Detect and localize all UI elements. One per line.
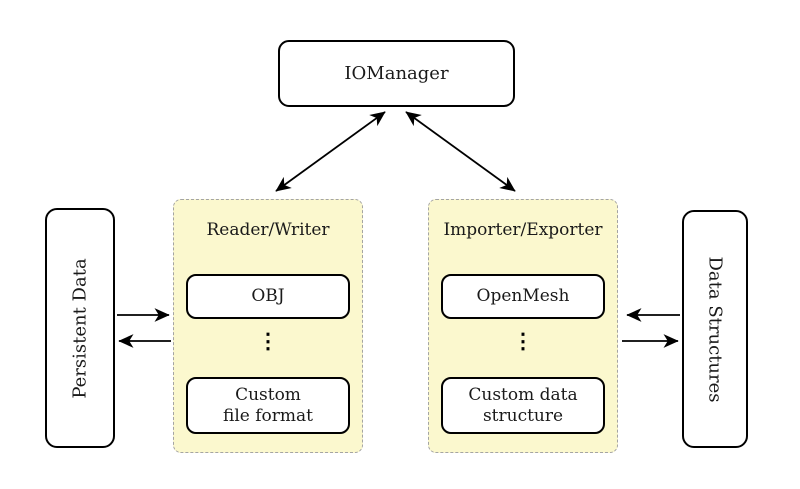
openmesh-label: OpenMesh [476, 286, 570, 306]
data-structures-box: Data Structures [682, 210, 748, 448]
custom-file-format-line1: Custom [235, 384, 301, 405]
importer-exporter-panel: Importer/Exporter OpenMesh ⋮ Custom data… [428, 199, 618, 453]
reader-writer-panel: Reader/Writer OBJ ⋮ Custom file format [173, 199, 363, 453]
obj-label: OBJ [251, 286, 285, 306]
custom-file-format-box: Custom file format [186, 377, 350, 434]
reader-writer-title: Reader/Writer [206, 220, 330, 240]
openmesh-box: OpenMesh [441, 274, 605, 319]
arrow-iomanager-importerexporter [405, 111, 516, 192]
arrow-iomanager-readerwriter [275, 111, 386, 192]
iomanager-box: IOManager [278, 40, 515, 107]
obj-box: OBJ [186, 274, 350, 319]
iomanager-label: IOManager [344, 63, 449, 84]
importer-exporter-vdots-icon: ⋮ [512, 328, 534, 353]
importer-exporter-title: Importer/Exporter [443, 220, 603, 240]
persistent-data-label: Persistent Data [69, 257, 91, 399]
data-structures-label: Data Structures [704, 255, 726, 403]
custom-data-structure-box: Custom data structure [441, 377, 605, 434]
custom-data-structure-line1: Custom data [468, 384, 578, 405]
custom-data-structure-line2: structure [482, 405, 564, 426]
persistent-data-box: Persistent Data [45, 208, 115, 448]
reader-writer-vdots-icon: ⋮ [257, 328, 279, 353]
custom-file-format-line2: file format [223, 405, 313, 426]
